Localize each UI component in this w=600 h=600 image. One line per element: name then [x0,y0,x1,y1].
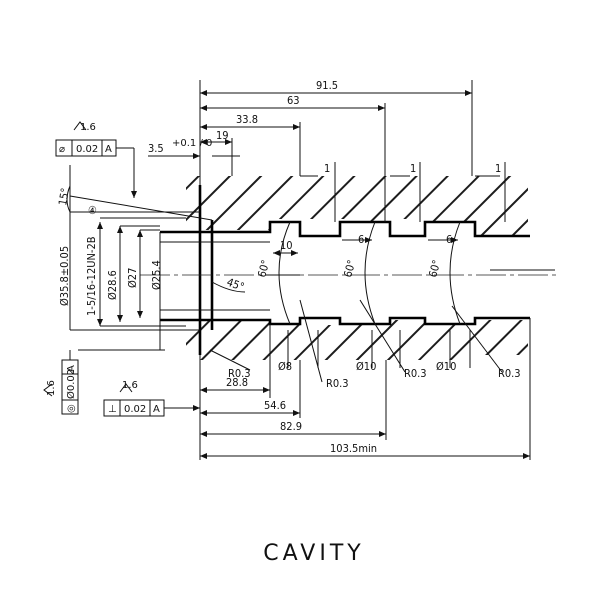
dim-91-5: 91.5 [316,79,338,92]
top-dimensions [148,80,506,222]
dim-3-5-tol: +0.1 / 0 [172,138,212,149]
dim-19: 19 [216,129,229,142]
gdt3-symbol: ⊥ [108,404,117,415]
balloon-mark: ④ [88,204,97,217]
radius-4: R0.3 [498,367,521,380]
drawing-title: CAVITY [263,541,364,566]
gdt3-surface: 1.6 [122,380,138,391]
bottom-dimension-lines [199,299,531,460]
cavity-outline [140,185,560,355]
cavity-bore [160,222,530,324]
dim-gap-1: 1 [324,162,330,175]
dim-3-5: 3.5 [148,142,164,155]
lower-hatch-region [186,320,528,360]
gdt3-value: 0.02 [124,404,146,415]
gdt1-datum: A [105,144,112,155]
dia-27: Ø27 [126,268,139,288]
pilot-dia-10-b: Ø10 [436,360,456,373]
dia-28-6: Ø28.6 [106,270,119,300]
gdt1-value: 0.02 [76,144,98,155]
upper-hatch-region [186,176,528,235]
radius-3: R0.3 [404,367,427,380]
dim-54-6: 54.6 [264,399,286,412]
dia-35-8: Ø35.8±0.05 [58,246,71,306]
dia-25-4: Ø25.4 [150,260,163,290]
gdt-frame-1 [55,121,137,198]
angle-60-c: 60° [426,258,443,278]
dim-10: 10 [280,239,293,252]
radius-2: R0.3 [326,377,349,390]
pilot-dia-8: Ø8 [278,360,292,373]
gdt2-datum: A [66,365,77,372]
gdt2-symbol: ◎ [66,404,77,413]
angle-60-b: 60° [341,258,358,278]
angle-60-a: 60° [255,258,272,278]
dim-28-8: 28.8 [226,376,248,389]
angle-15: 15° [56,187,72,207]
thread-spec: 1-5/16-12UN-2B [85,236,98,316]
dim-82-9: 82.9 [280,420,302,433]
gdt-frame-3 [103,383,200,417]
gdt-frame-2 [43,350,79,415]
groove-angle-arcs [211,221,461,325]
pilot-dia-10-a: Ø10 [356,360,376,373]
gdt2-surface: 1.6 [46,380,57,396]
gdt1-symbol: ⌀ [59,144,65,155]
dim-63: 63 [287,94,300,107]
gdt2-value: Ø0.02 [65,369,77,399]
dim-gap-2: 1 [410,162,416,175]
dim-33-8: 33.8 [236,113,258,126]
dim-gap-3: 1 [495,162,501,175]
dim-103-5: 103.5min [330,442,377,455]
left-dimension-lines [66,165,213,351]
gdt1-surface: 1.6 [80,122,96,133]
gdt3-datum: A [153,404,160,415]
radius-1: R0.3 [228,367,251,380]
angle-45: 45° [225,276,246,294]
dim-6-a: 6 [358,233,364,246]
dim-6-b: 6 [446,233,452,246]
inner-dimension-lines [273,237,458,256]
